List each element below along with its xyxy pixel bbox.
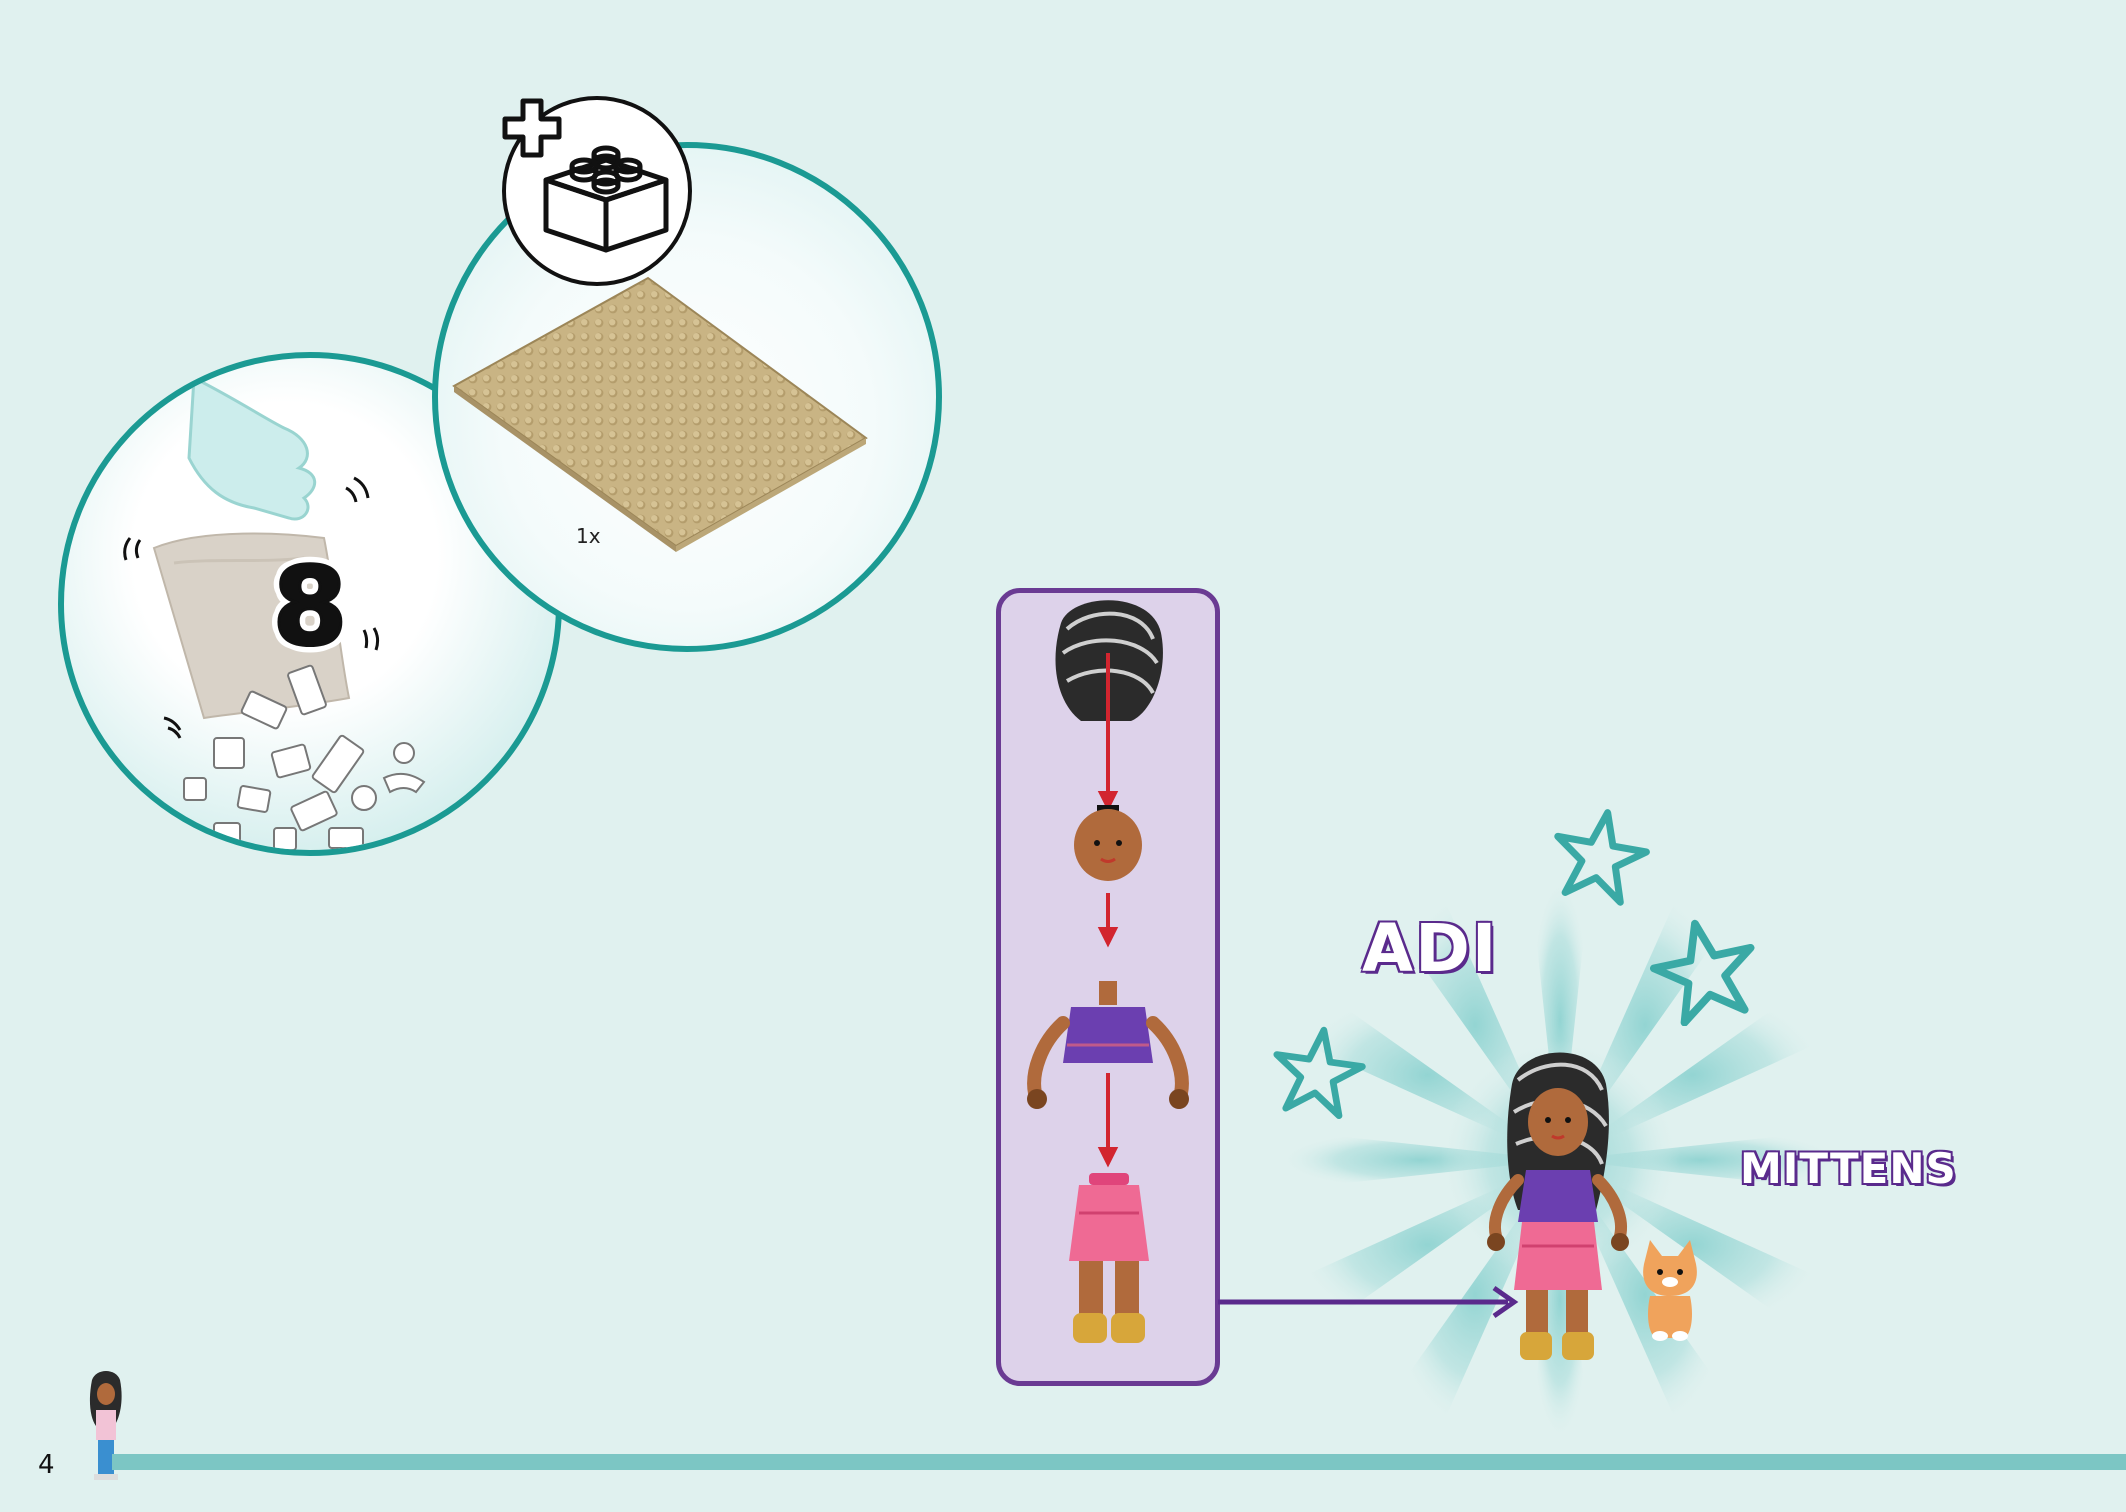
character-name-adi: ADI: [1361, 909, 1499, 988]
assembly-result-arrow: [1218, 1285, 1519, 1319]
page-number: 4: [38, 1450, 55, 1480]
footer-bar: [112, 1454, 2126, 1470]
bag-opening-illustration: [58, 352, 562, 856]
baseplate-icon: [452, 276, 868, 552]
new-parts-plus-brick-icon: [543, 145, 669, 253]
head-piece: [1074, 805, 1142, 881]
cat-icon: [1643, 1240, 1697, 1341]
minifigure-assembly-icon: [1027, 600, 1189, 1343]
plus-icon: [502, 98, 562, 158]
minifigure-assembly-panel: [996, 588, 1220, 1386]
bag-opening-icon: [123, 375, 426, 850]
torso-piece: [1027, 981, 1189, 1109]
footer-character-icon: [89, 1371, 122, 1480]
legs-piece: [1069, 1173, 1149, 1343]
star-icon: [1554, 809, 1650, 906]
star-icon: [1273, 1026, 1366, 1120]
part-quantity-label: 1x: [576, 524, 601, 548]
character-name-mittens: MITTENS: [1739, 1143, 1957, 1194]
adi-minifigure: [1487, 1052, 1629, 1360]
bag-number: 8: [271, 544, 349, 672]
star-icon: [1650, 919, 1755, 1026]
